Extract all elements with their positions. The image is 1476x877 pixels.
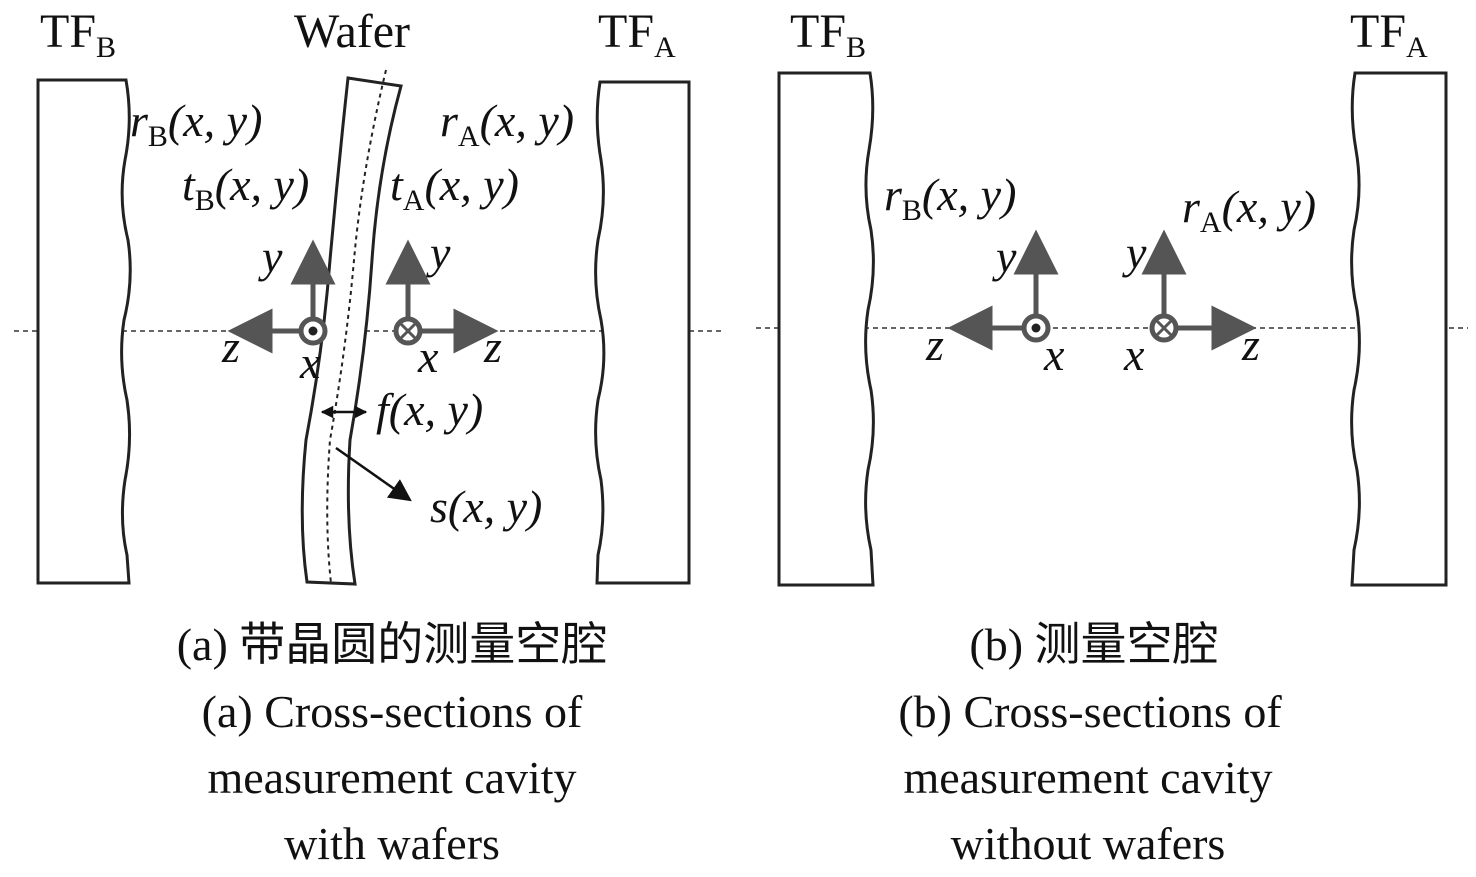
caption-en-a-1: (a) Cross-sections of	[202, 686, 583, 737]
label-r-a-b: rA(x, y)	[1182, 181, 1316, 239]
caption-en-b-1: (b) Cross-sections of	[898, 686, 1282, 737]
axes-right-b	[1141, 229, 1257, 351]
axes-left-a	[227, 239, 336, 354]
label-t-a: tA(x, y)	[390, 159, 519, 217]
plate-tf-a	[594, 80, 691, 585]
axis-label-y-right-b: y	[1122, 227, 1147, 278]
label-tf-a-b: TFA	[1350, 5, 1428, 64]
panel-a: TFB Wafer TFA rB(x, y) tB(x, y) rA(x, y)…	[14, 5, 722, 869]
label-thickness: f(x, y)	[376, 384, 483, 435]
axis-label-x-left-a: x	[299, 337, 321, 388]
caption-en-a-3: with wafers	[284, 818, 500, 869]
plate-tf-b-b	[777, 71, 875, 587]
axis-label-z-left-a: z	[221, 321, 240, 372]
axes-right-a	[385, 239, 499, 354]
label-r-b-a: rB(x, y)	[130, 95, 262, 153]
caption-en-a-2: measurement cavity	[207, 752, 576, 803]
label-tf-a-a: TFA	[598, 5, 676, 64]
axis-label-x-right-a: x	[417, 331, 439, 382]
label-midsurface: s(x, y)	[430, 481, 542, 532]
caption-en-b-2: measurement cavity	[903, 752, 1272, 803]
axis-label-z-right-a: z	[483, 321, 502, 372]
panel-b: TFB TFA rB(x, y) rA(x, y) y z x y x z (b…	[756, 5, 1468, 869]
axis-label-x-left-b: x	[1043, 329, 1065, 380]
caption-en-b-3: without wafers	[951, 818, 1226, 869]
wafer-midsurface	[326, 69, 387, 584]
caption-cn-a: (a) 带晶圆的测量空腔	[177, 619, 608, 670]
label-tf-b-a: TFB	[40, 5, 116, 64]
label-tf-b-b: TFB	[790, 5, 866, 64]
plate-tf-b	[36, 78, 132, 585]
label-r-a-a: rA(x, y)	[440, 95, 574, 153]
caption-cn-b: (b) 测量空腔	[969, 619, 1218, 670]
axis-label-z-left-b: z	[925, 319, 944, 370]
label-r-b-b: rB(x, y)	[884, 169, 1016, 227]
axis-label-z-right-b: z	[1241, 319, 1260, 370]
label-t-b: tB(x, y)	[182, 159, 309, 217]
axis-label-y-right-a: y	[426, 227, 451, 278]
label-wafer: Wafer	[294, 5, 410, 58]
axis-label-x-right-b: x	[1123, 329, 1145, 380]
axes-left-b	[947, 229, 1059, 351]
midsurface-pointer	[335, 446, 412, 502]
axis-label-y-left-b: y	[992, 231, 1017, 282]
plate-tf-a-b	[1350, 71, 1448, 587]
axis-label-y-left-a: y	[258, 231, 283, 282]
